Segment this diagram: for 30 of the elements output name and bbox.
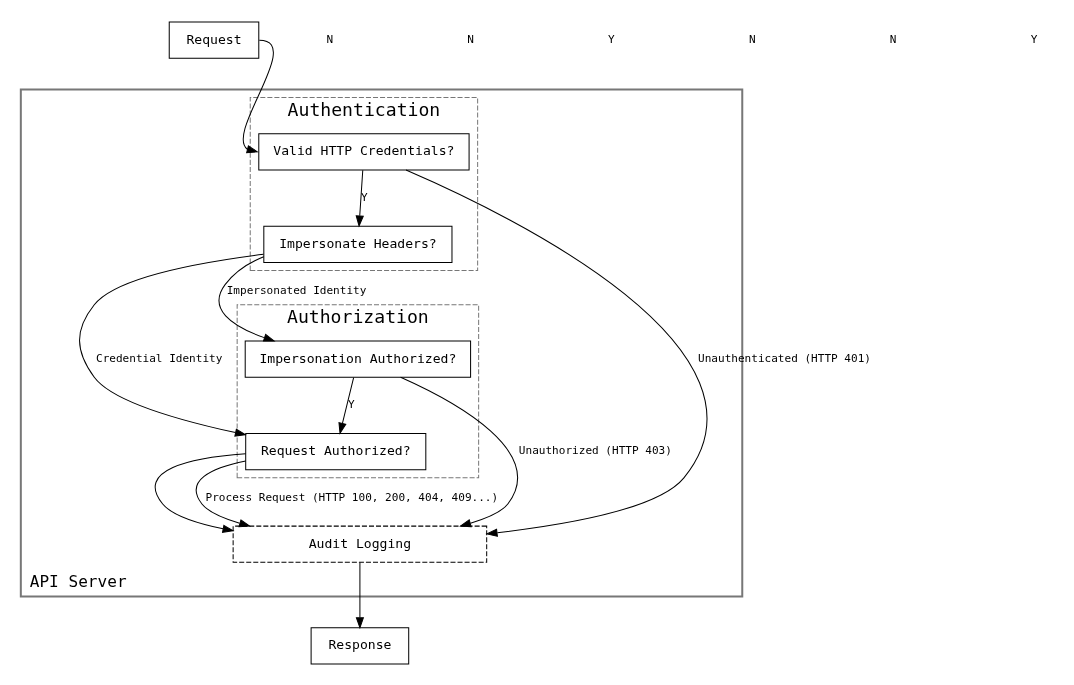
- arrow: [355, 169, 364, 227]
- node-box: Impersonation Authorized?: [244, 340, 472, 378]
- node-box: Audit Logging: [232, 525, 488, 563]
- edge-label: Unauthenticated (HTTP 401): [698, 351, 871, 365]
- label: Y: [1030, 32, 1038, 46]
- label: N: [749, 32, 756, 46]
- arrow: [355, 561, 365, 629]
- arrow: [218, 255, 276, 342]
- arrow: [79, 253, 264, 437]
- label: N: [889, 32, 897, 46]
- edge-label: Y: [361, 190, 368, 204]
- arrow: [154, 452, 247, 533]
- arrow: [195, 460, 252, 527]
- node-box: Request: [168, 21, 260, 59]
- edge-label: Credential Identity: [95, 351, 223, 365]
- edge-label: Impersonated Identity: [226, 283, 367, 296]
- edge-label: Unauthorized (HTTP 403): [518, 443, 672, 457]
- node-box: Response: [310, 626, 410, 664]
- edge-label: Process Request (HTTP 100, 200, 404, 409...): [205, 490, 499, 504]
- edge-label: Y: [348, 397, 355, 411]
- node-box: Impersonate Headers?: [263, 225, 453, 263]
- node-box: Valid HTTP Credentials?: [258, 132, 470, 170]
- node-box: Request Authorized?: [245, 432, 427, 470]
- arrow: [405, 169, 708, 537]
- label: Y: [608, 32, 615, 46]
- arrow: [242, 39, 274, 153]
- label: N: [326, 32, 334, 46]
- label: N: [467, 32, 474, 46]
- arrow: [338, 376, 355, 435]
- arrow: [400, 376, 519, 527]
